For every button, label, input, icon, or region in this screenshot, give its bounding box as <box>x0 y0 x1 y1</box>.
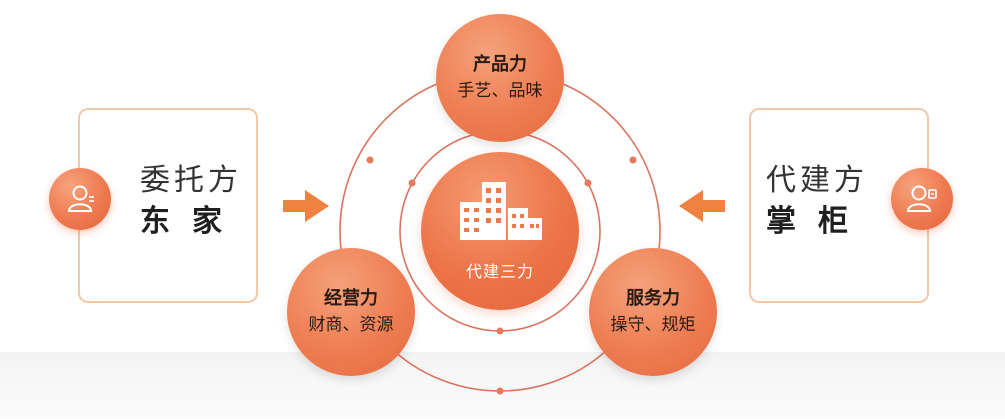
building-icon <box>460 182 542 240</box>
node-product: 产品力 手艺、品味 <box>436 14 564 142</box>
node-service-title: 服务力 <box>626 288 680 309</box>
node-operation: 经营力 财商、资源 <box>287 248 415 376</box>
contractor-subtitle: 掌柜 <box>766 204 870 239</box>
ring-dot <box>629 156 637 164</box>
node-service: 服务力 操守、规矩 <box>589 248 717 376</box>
ring-dot <box>366 156 374 164</box>
client-title: 委托方 <box>140 163 242 198</box>
ring-dot <box>584 179 592 187</box>
node-product-subtitle: 手艺、品味 <box>457 81 543 101</box>
background-band <box>0 352 1005 419</box>
person-badge-icon <box>891 168 953 230</box>
arrow-left-icon <box>679 190 725 222</box>
person-icon <box>49 168 111 230</box>
node-service-subtitle: 操守、规矩 <box>610 315 696 335</box>
ring-dot <box>496 387 504 395</box>
arrow-right-icon <box>283 190 329 222</box>
node-operation-title: 经营力 <box>324 288 378 309</box>
contractor-title: 代建方 <box>766 163 868 198</box>
ring-dot <box>408 179 416 187</box>
client-subtitle: 东家 <box>140 204 244 239</box>
node-product-title: 产品力 <box>473 54 527 75</box>
center-label: 代建三力 <box>465 262 534 281</box>
node-operation-subtitle: 财商、资源 <box>308 315 394 335</box>
ring-dot <box>496 327 504 335</box>
